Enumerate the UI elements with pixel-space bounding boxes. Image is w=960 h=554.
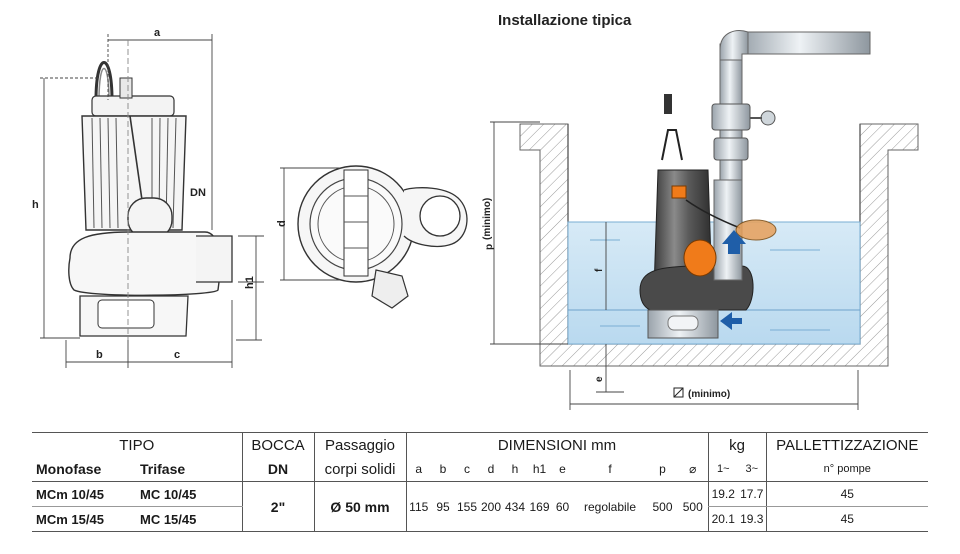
col-b: b xyxy=(431,457,455,482)
dim-label-f: f xyxy=(594,268,605,272)
header-n-pompe: n° pompe xyxy=(765,457,928,482)
square-symbol-icon xyxy=(673,387,684,398)
header-tipo: TIPO xyxy=(32,432,242,457)
col-h: h xyxy=(503,457,527,482)
dim-label-b: b xyxy=(96,349,103,361)
passaggio-value: Ø 50 mm xyxy=(313,481,406,532)
row-2-kg-1: 20.1 xyxy=(707,506,738,532)
technical-drawings: a h DN h1 b c d xyxy=(32,27,919,410)
pump-side-view: a h DN h1 b c xyxy=(32,27,264,368)
col-diameter: ⌀ xyxy=(678,457,708,482)
dim-e-value: 60 xyxy=(552,481,573,532)
col-c: c xyxy=(455,457,479,482)
dim-f-value: regolabile xyxy=(573,481,647,532)
row-1-monofase: MCm 10/45 xyxy=(32,481,136,507)
dim-label-dn: DN xyxy=(190,187,206,199)
row-1-kg-1: 19.2 xyxy=(707,481,738,507)
col-p: p xyxy=(647,457,678,482)
dim-label-min: (minimo) xyxy=(688,389,730,400)
row-1-pallet: 45 xyxy=(765,481,928,507)
col-kg-3: 3~ xyxy=(738,457,766,482)
dim-b-value: 95 xyxy=(431,481,455,532)
header-passaggio-2: corpi solidi xyxy=(313,457,406,482)
dim-label-p: p xyxy=(484,244,495,250)
dim-d-value: 200 xyxy=(479,481,503,532)
dim-label-a: a xyxy=(154,27,161,39)
installation-title: Installazione tipica xyxy=(498,12,632,29)
dim-label-h: h xyxy=(32,199,39,211)
dim-label-c: c xyxy=(174,349,180,361)
dim-h-value: 434 xyxy=(503,481,527,532)
spec-table: TIPO BOCCA Passaggio DIMENSIONI mm kg PA… xyxy=(32,432,928,532)
header-passaggio-1: Passaggio xyxy=(313,432,406,457)
table-row: MCm 15/45 MC 15/45 20.1 19.3 45 xyxy=(32,506,928,532)
pump-top-view: d xyxy=(276,165,468,309)
dim-label-e: e xyxy=(594,376,605,382)
row-2-kg-3: 19.3 xyxy=(738,506,766,532)
header-pallettizzazione: PALLETTIZZAZIONE xyxy=(765,432,928,457)
row-1-kg-3: 17.7 xyxy=(738,481,766,507)
col-f: f xyxy=(573,457,647,482)
col-d: d xyxy=(479,457,503,482)
dim-p-value: 500 xyxy=(647,481,678,532)
dim-diameter-value: 500 xyxy=(678,481,708,532)
row-2-pallet: 45 xyxy=(765,506,928,532)
col-e: e xyxy=(552,457,573,482)
dim-c-value: 155 xyxy=(455,481,479,532)
dim-h1-value: 169 xyxy=(527,481,552,532)
col-a: a xyxy=(405,457,431,482)
header-dn: DN xyxy=(241,457,314,482)
header-monofase: Monofase xyxy=(32,457,136,482)
bocca-value: 2" xyxy=(241,481,314,532)
header-bocca: BOCCA xyxy=(241,432,314,457)
col-h1: h1 xyxy=(527,457,552,482)
dim-a-value: 115 xyxy=(405,481,431,532)
dim-label-h1: h1 xyxy=(244,276,256,289)
table-row: MCm 10/45 MC 10/45 2" Ø 50 mm 115 95 155… xyxy=(32,481,928,532)
header-dimensioni: DIMENSIONI mm xyxy=(405,432,708,457)
dim-label-d: d xyxy=(276,220,288,227)
dim-label-p-min: (minimo) xyxy=(482,198,493,240)
row-2-monofase: MCm 15/45 xyxy=(32,506,136,532)
row-1-trifase: MC 10/45 xyxy=(136,481,242,507)
col-kg-1: 1~ xyxy=(707,457,738,482)
installation-view: p (minimo) f e (minimo) xyxy=(482,30,919,410)
header-kg: kg xyxy=(707,432,766,457)
header-trifase: Trifase xyxy=(136,457,242,482)
row-2-trifase: MC 15/45 xyxy=(136,506,242,532)
